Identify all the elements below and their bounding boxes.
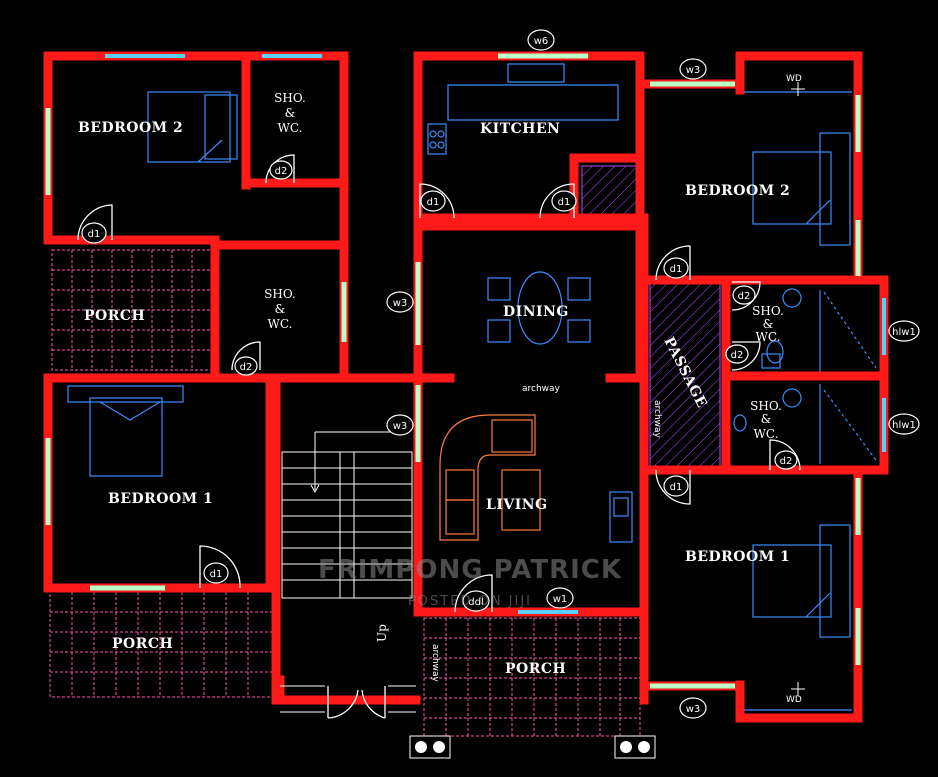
tag-w3-top: w3 xyxy=(679,58,707,80)
svg-text:d1: d1 xyxy=(558,197,571,208)
svg-text:w3: w3 xyxy=(393,298,408,309)
archway-label-vertical-2: archway xyxy=(430,644,440,683)
room-label-bedroom2-left: BEDROOM 2 xyxy=(78,120,183,136)
tag-w1: w1 xyxy=(546,587,574,609)
room-label-dining: DINING xyxy=(503,304,569,320)
svg-text:d2: d2 xyxy=(275,166,288,177)
svg-text:d2: d2 xyxy=(731,350,744,361)
room-label-sho-wc-r1-wc: WC. xyxy=(756,330,781,344)
svg-text:ddl: ddl xyxy=(468,597,483,608)
tag-d2-r1a: d2 xyxy=(732,285,756,305)
room-label-kitchen: KITCHEN xyxy=(480,121,560,137)
tag-d1-kitchen-b: d1 xyxy=(551,190,577,212)
svg-text:d1: d1 xyxy=(670,264,683,275)
room-label-porch-left-bottom: PORCH xyxy=(112,636,173,652)
wardrobe-label-top: WD xyxy=(786,74,802,84)
svg-text:hlw1: hlw1 xyxy=(892,327,916,338)
tag-w3-stair: w3 xyxy=(386,414,414,436)
tag-d2-r2: d2 xyxy=(774,450,798,470)
svg-text:w1: w1 xyxy=(553,594,568,605)
furniture xyxy=(67,63,877,711)
svg-text:d1: d1 xyxy=(670,482,683,493)
tag-d2-showc-top: d2 xyxy=(269,160,293,180)
room-label-bedroom1-right: BEDROOM 1 xyxy=(685,549,790,565)
svg-text:w3: w3 xyxy=(686,704,701,715)
svg-text:d2: d2 xyxy=(738,291,751,302)
kitchen-store-hatch xyxy=(581,165,639,221)
svg-text:d2: d2 xyxy=(240,362,253,373)
room-label-sho-wc-r1-amp: & xyxy=(763,317,774,331)
svg-text:w3: w3 xyxy=(393,421,408,432)
svg-text:w6: w6 xyxy=(534,36,549,47)
room-label-sho-wc-mid-wc: WC. xyxy=(268,317,293,331)
tag-w6: w6 xyxy=(527,29,555,51)
tag-d1-bed1: d1 xyxy=(203,562,229,584)
room-label-sho-wc-top-amp: & xyxy=(285,106,296,120)
windows xyxy=(45,53,886,689)
room-label-living: LIVING xyxy=(486,497,548,513)
room-label-bedroom1-left: BEDROOM 1 xyxy=(108,491,213,507)
room-label-sho-wc-r2: SHO. xyxy=(750,399,782,413)
room-label-sho-wc-top: SHO. xyxy=(274,91,306,105)
watermark-posted: POSTED ON JIJI xyxy=(408,594,532,609)
tag-ddl: ddl xyxy=(462,590,490,612)
tag-w3-dining: w3 xyxy=(386,291,414,313)
stair-up-label: Up xyxy=(375,624,389,642)
walls xyxy=(43,51,889,723)
tag-hlw1-b: hlw1 xyxy=(888,413,920,435)
room-label-porch-center: PORCH xyxy=(505,661,566,677)
tag-d2-porch: d2 xyxy=(234,356,258,376)
svg-text:d1: d1 xyxy=(210,569,223,580)
tag-d1-passage-top: d1 xyxy=(663,257,689,279)
room-label-sho-wc-r2-amp: & xyxy=(761,412,772,426)
tag-w3-bottom: w3 xyxy=(679,697,707,719)
archway-label-horizontal: archway xyxy=(522,384,561,394)
tag-d1-bed2: d1 xyxy=(81,222,107,244)
porch-tiles-center xyxy=(423,617,641,737)
room-label-porch-left-top: PORCH xyxy=(84,308,145,324)
svg-text:d1: d1 xyxy=(427,197,440,208)
archway-label-vertical-1: archway xyxy=(652,400,662,439)
svg-text:d2: d2 xyxy=(780,456,793,467)
wardrobe-label-bottom: WD xyxy=(786,695,802,705)
room-label-sho-wc-top-wc: WC. xyxy=(278,121,303,135)
watermark-name: FRIMPONG PATRICK xyxy=(318,555,622,585)
entrance-pillars xyxy=(409,735,656,759)
tag-hlw1-a: hlw1 xyxy=(888,320,920,342)
room-label-sho-wc-mid-amp: & xyxy=(275,302,286,316)
tag-d2-r1b: d2 xyxy=(725,344,749,364)
room-label-sho-wc-mid: SHO. xyxy=(264,287,296,301)
room-label-sho-wc-r1: SHO. xyxy=(752,304,784,318)
svg-text:d1: d1 xyxy=(88,229,101,240)
staircase xyxy=(280,431,416,719)
tag-d1-passage-bottom: d1 xyxy=(663,475,689,497)
room-label-sho-wc-r2-wc: WC. xyxy=(754,427,779,441)
svg-text:hlw1: hlw1 xyxy=(892,420,916,431)
room-label-bedroom2-right: BEDROOM 2 xyxy=(685,183,790,199)
svg-text:w3: w3 xyxy=(686,65,701,76)
tag-d1-kitchen-a: d1 xyxy=(420,190,446,212)
